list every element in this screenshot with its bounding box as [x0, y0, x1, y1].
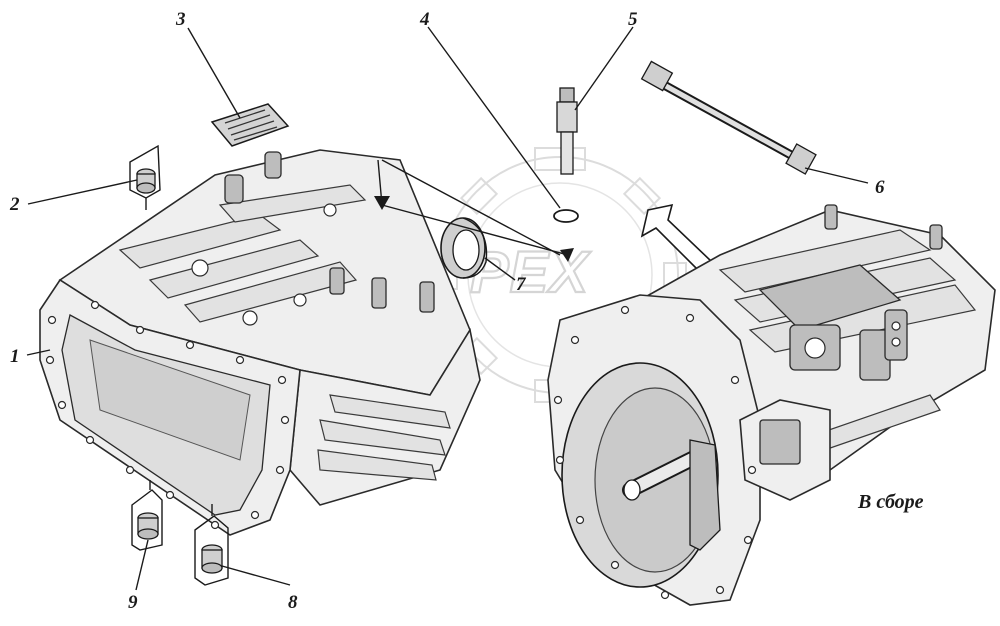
- callout-7: 7: [516, 274, 527, 295]
- gearbox-assembled: [547, 204, 996, 606]
- o-ring: [553, 209, 579, 223]
- callout-1: 1: [10, 346, 20, 367]
- bell-bolt-holes: [553, 305, 757, 600]
- callout-2: 2: [9, 194, 20, 215]
- plug-2: [129, 144, 161, 210]
- speed-sensor: [556, 87, 578, 175]
- callout-5: 5: [628, 9, 638, 30]
- flange-bolt-holes: [45, 300, 290, 530]
- drive-shaft: [640, 60, 817, 175]
- leader-lines: [26, 26, 869, 591]
- gearbox-housing-exploded: [39, 149, 481, 536]
- callout-9: 9: [128, 592, 138, 613]
- plug-8: [194, 504, 229, 586]
- oil-seal: [440, 217, 488, 279]
- callout-8: 8: [288, 592, 298, 613]
- assembled-caption: В сборе: [857, 491, 924, 513]
- callout-4: 4: [419, 9, 430, 30]
- callout-6: 6: [875, 177, 885, 198]
- plug-9: [131, 480, 163, 551]
- identification-plate: [210, 103, 290, 147]
- callout-3: 3: [175, 9, 186, 30]
